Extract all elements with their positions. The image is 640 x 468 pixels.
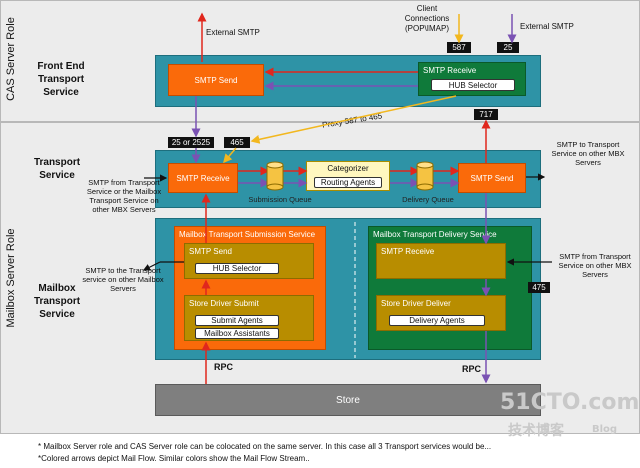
arrow-submission-left-out2 <box>142 261 161 271</box>
arrow-proxy <box>250 95 457 144</box>
transport-section-title: Transport Service <box>33 157 81 181</box>
delivery-service-title: Mailbox Transport Delivery Service <box>373 230 497 239</box>
tr-smtp-receive-label: SMTP Receive <box>176 174 230 183</box>
sub-hub-selector: HUB Selector <box>195 263 279 274</box>
store-driver-submit: Store Driver Submit Submit Agents Mailbo… <box>184 295 314 341</box>
watermark-sub: 技术博客 <box>508 423 564 439</box>
watermark-blog: Blog <box>592 424 618 435</box>
mailbox-transport-section-title: Mailbox Transport Service <box>33 283 81 320</box>
categorizer-box: Categorizer Routing Agents <box>306 161 390 191</box>
external-smtp-left-label: External SMTP <box>206 28 260 37</box>
submission-left-note: SMTP to the Transport service on other M… <box>82 266 164 293</box>
submission-queue-icon <box>266 161 284 191</box>
transport-left-note: SMTP from Transport Service or the Mailb… <box>86 178 162 214</box>
store-box: Store <box>155 384 541 416</box>
port-25: 25 <box>497 42 519 53</box>
transport-right-note: SMTP to Transport Service on other MBX S… <box>551 140 625 167</box>
tr-smtp-receive: SMTP Receive <box>168 163 238 193</box>
submission-service-title: Mailbox Transport Submission Service <box>179 230 316 239</box>
fe-smtp-send-label: SMTP Send <box>194 76 238 85</box>
store-driver-deliver: Store Driver Deliver Delivery Agents <box>376 295 506 331</box>
arrow-465-into-transport <box>223 147 237 164</box>
delivery-queue-label: Delivery Queue <box>402 195 454 204</box>
client-connections-label: Client Connections (POP\IMAP) <box>404 4 450 33</box>
delivery-agents: Delivery Agents <box>389 315 485 326</box>
tr-smtp-send: SMTP Send <box>458 163 526 193</box>
delivery-queue-icon <box>416 161 434 191</box>
submit-agents: Submit Agents <box>195 315 279 326</box>
del-smtp-receive: SMTP Receive <box>376 243 506 279</box>
categorizer-label: Categorizer <box>327 164 369 173</box>
front-end-section-title: Front End Transport Service <box>37 61 85 98</box>
footnote-line-1: * Mailbox Server role and CAS Server rol… <box>38 442 492 451</box>
delivery-right-note: SMTP from Transport Service on other MBX… <box>558 252 632 279</box>
store-driver-submit-label: Store Driver Submit <box>189 299 259 308</box>
footnote-line-2: *Colored arrows depict Mail Flow. Simila… <box>38 454 310 463</box>
submission-queue-label: Submission Queue <box>248 195 312 204</box>
port-587: 587 <box>447 42 471 53</box>
fe-smtp-receive-label: SMTP Receive <box>423 66 477 75</box>
sub-smtp-send: SMTP Send HUB Selector <box>184 243 314 279</box>
sub-smtp-send-label: SMTP Send <box>189 247 232 256</box>
port-475: 475 <box>528 282 550 293</box>
watermark-brand: 51CTO.com <box>500 390 640 415</box>
port-465: 465 <box>224 137 250 148</box>
external-smtp-right-label: External SMTP <box>520 22 574 31</box>
store-driver-deliver-label: Store Driver Deliver <box>381 299 451 308</box>
port-25-or-2525: 25 or 2525 <box>168 137 214 148</box>
fe-smtp-send: SMTP Send <box>168 64 264 96</box>
mailbox-assistants: Mailbox Assistants <box>195 328 279 339</box>
routing-agents: Routing Agents <box>314 177 382 188</box>
rpc-left-label: RPC <box>214 362 234 372</box>
tr-smtp-send-label: SMTP Send <box>470 174 514 183</box>
fe-smtp-receive: SMTP Receive HUB Selector <box>418 62 526 96</box>
port-717: 717 <box>474 109 498 120</box>
fe-hub-selector: HUB Selector <box>431 79 515 91</box>
rpc-right-label: RPC <box>462 364 482 374</box>
del-smtp-receive-label: SMTP Receive <box>381 247 435 256</box>
